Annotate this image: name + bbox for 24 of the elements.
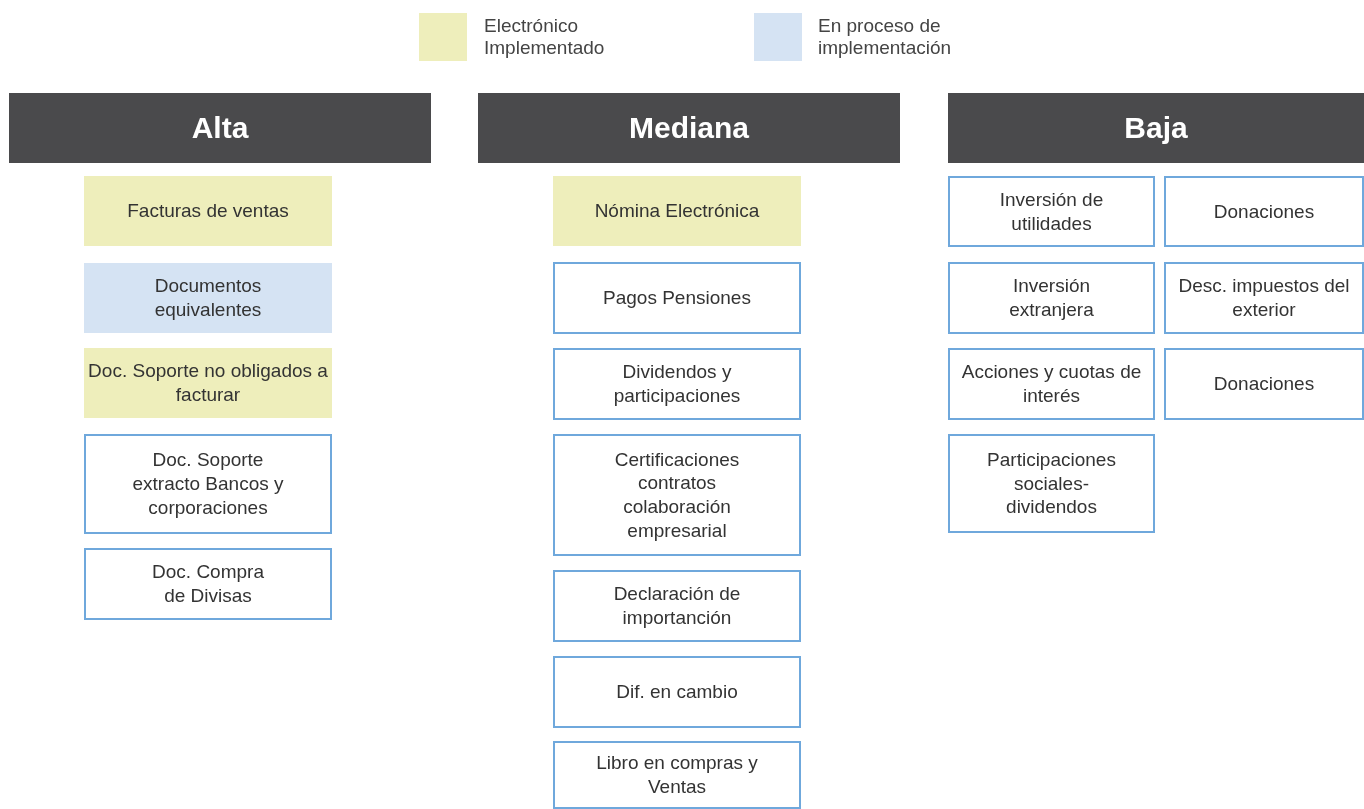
document-box: Donaciones — [1164, 348, 1364, 420]
document-box: Desc. impuestos del exterior — [1164, 262, 1364, 334]
document-box: Doc. Compra de Divisas — [84, 548, 332, 620]
document-box: Documentos equivalentes — [84, 263, 332, 333]
document-box: Doc. Soporte extracto Bancos y corporaciones — [84, 434, 332, 534]
document-box: Doc. Soporte no obligados a facturar — [84, 348, 332, 418]
document-box: Declaración de importanción — [553, 570, 801, 642]
column-header: Mediana — [478, 93, 900, 163]
column-header: Alta — [9, 93, 431, 163]
document-box: Libro en compras y Ventas — [553, 741, 801, 809]
document-box: Inversión extranjera — [948, 262, 1155, 334]
document-box: Dif. en cambio — [553, 656, 801, 728]
document-box: Pagos Pensiones — [553, 262, 801, 334]
legend-label: En proceso de implementación — [818, 15, 953, 59]
document-box: Inversión de utilidades — [948, 176, 1155, 247]
document-box: Donaciones — [1164, 176, 1364, 247]
document-box: Certificaciones contratos colaboración empresarial — [553, 434, 801, 556]
document-box: Nómina Electrónica — [553, 176, 801, 246]
document-box: Participaciones sociales-dividendos — [948, 434, 1155, 533]
document-box: Dividendos y participaciones — [553, 348, 801, 420]
document-box: Facturas de ventas — [84, 176, 332, 246]
document-box: Acciones y cuotas de interés — [948, 348, 1155, 420]
legend-label: Electrónico Implementado — [484, 15, 606, 59]
column-header: Baja — [948, 93, 1364, 163]
